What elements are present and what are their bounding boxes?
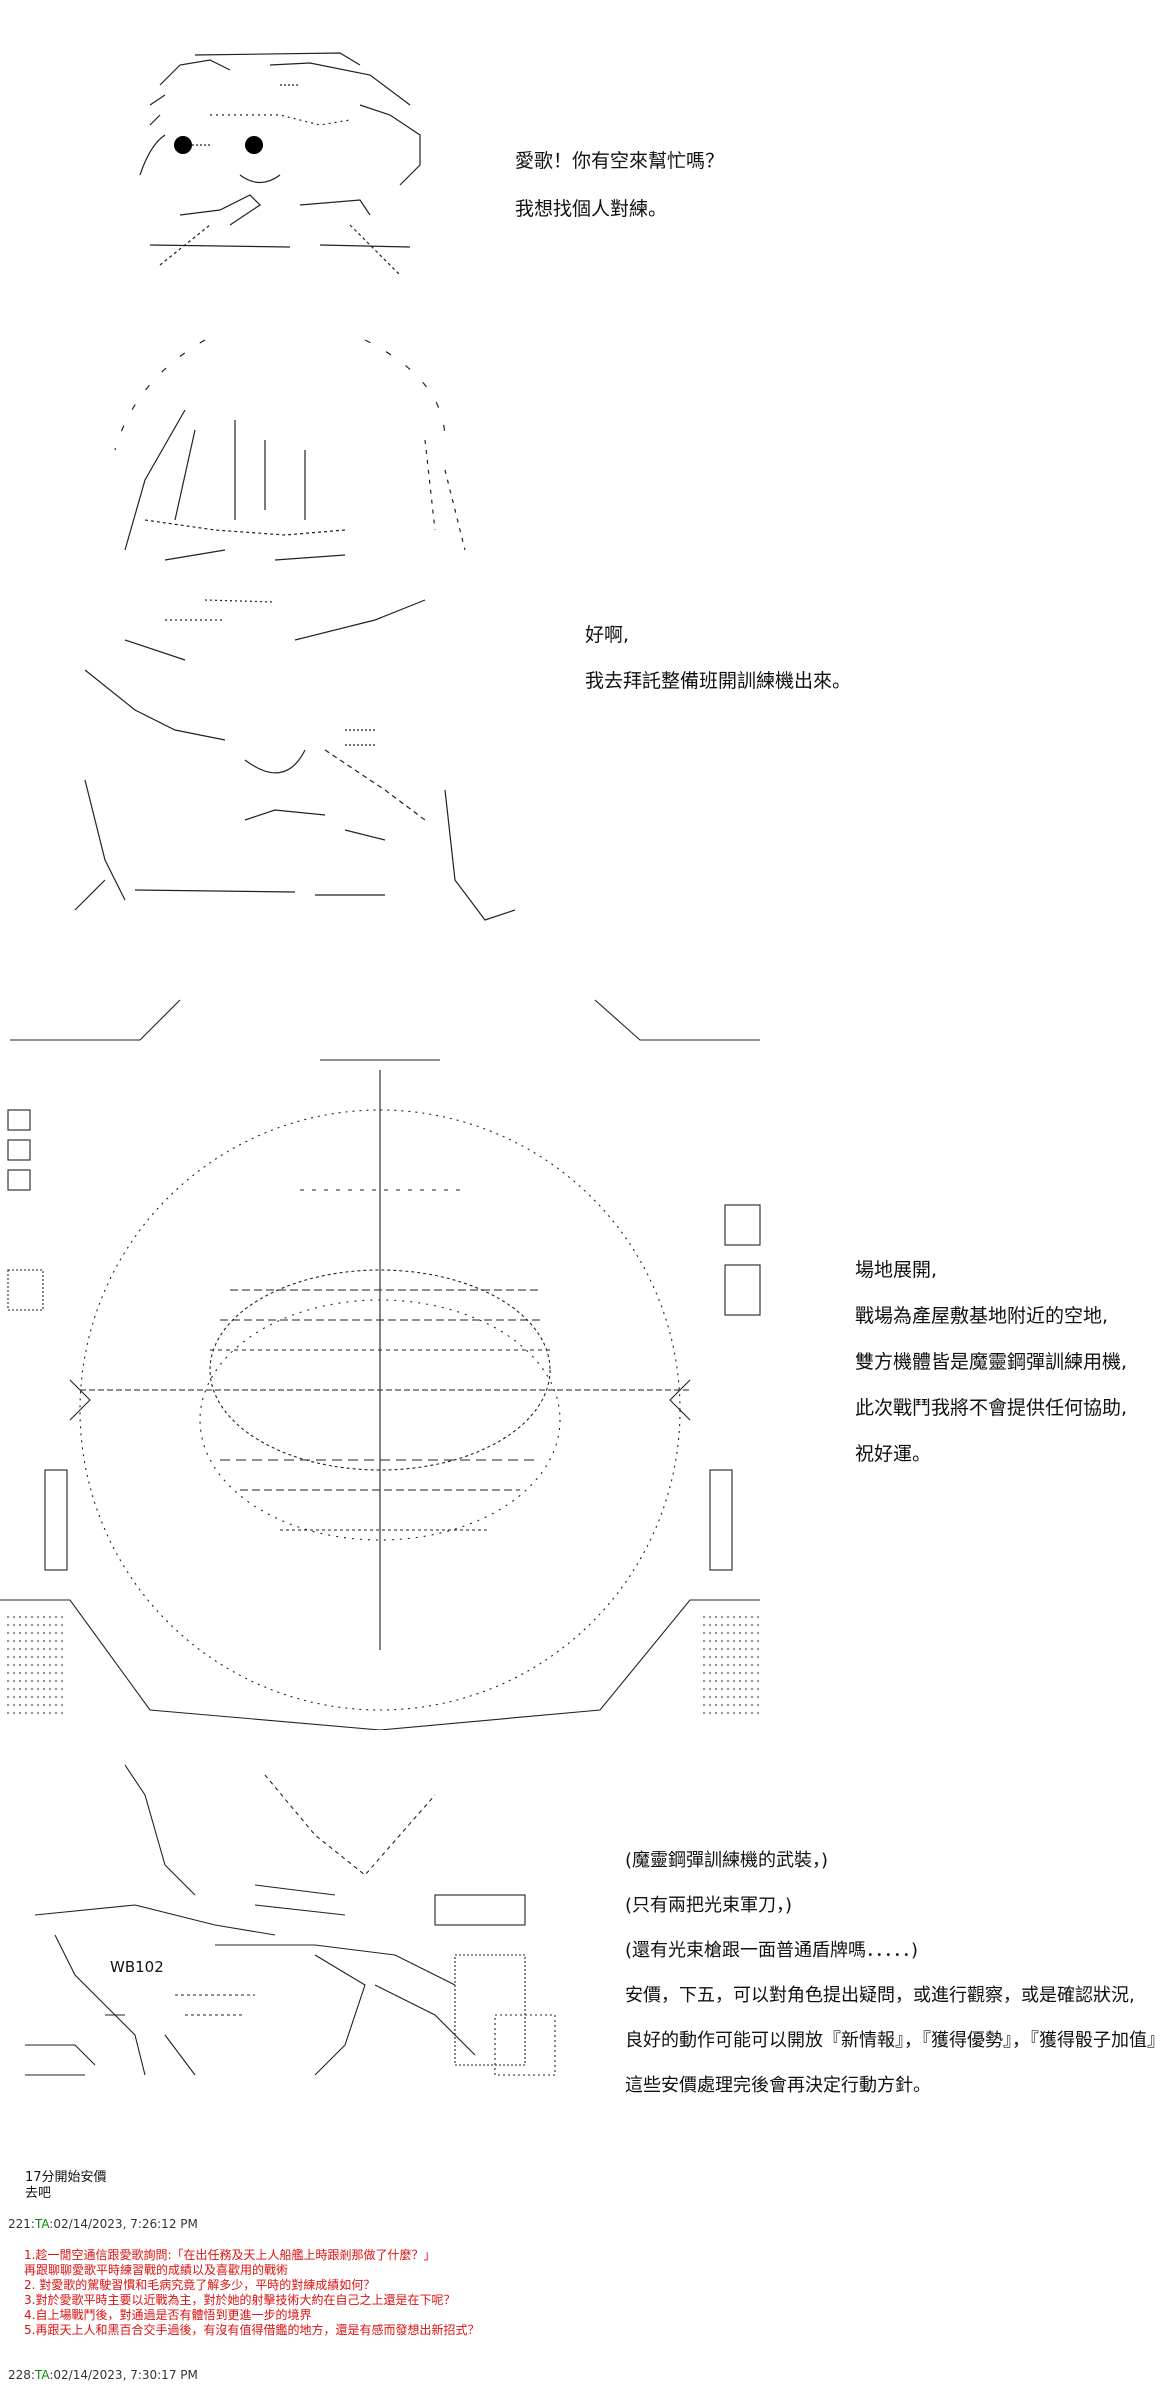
reply-line: 再跟聊聊愛歌平時練習戰的成績以及喜歡用的戰術 [24,2263,289,2277]
narration-line: (還有光束槍跟一面普通盾牌嗎．．．．．) [625,1940,919,1961]
note-line: 去吧 [25,2186,52,2201]
eye-left-icon [174,136,192,154]
dialogue-line: 愛歌！你有空來幫忙嗎？ [515,150,725,172]
targeting-scope-art [0,990,770,1730]
post-221-replies: 1.趁一閒空通信跟愛歌詢問:「在出任務及天上人船艦上時跟剎那做了什麼？」 再跟聊… [24,2248,479,2338]
reply-line: 3.對於愛歌平時主要以近戰為主，對於她的射擊技術大約在自己之上還是在下呢？ [24,2293,456,2307]
mech-label: WB102 [110,1958,164,1976]
eye-right-icon [245,136,263,154]
narration-line: 祝好運。 [855,1443,932,1465]
training-mech-art [15,1755,575,2085]
note-line: 17分開始安價 [25,2170,107,2185]
narration-line: 這些安價處理完後會再決定行動方針。 [625,2075,931,2096]
post-number: 221: [8,2217,35,2231]
post-header-221: 221:TA:02/14/2023, 7:26:12 PM [8,2217,198,2231]
character-bust-art [45,320,515,960]
reply-line: 1.趁一閒空通信跟愛歌詢問:「在出任務及天上人船艦上時跟剎那做了什麼？」 [24,2248,436,2262]
anka-note: 17分開始安價 去吧 [25,2170,107,2202]
dialogue-line: 我去拜託整備班開訓練機出來。 [585,670,852,692]
post-date: :02/14/2023, 7:26:12 PM [49,2217,198,2231]
reply-line: 2. 對愛歌的駕駛習慣和毛病究竟了解多少，平時的對練成績如何？ [24,2278,376,2292]
post-date: :02/14/2023, 7:30:17 PM [49,2368,198,2382]
narration-line: 場地展開, [855,1259,938,1281]
panel4-narration: (魔靈鋼彈訓練機的武裝，) (只有兩把光束軍刀，) (還有光束槍跟一面普通盾牌嗎… [625,1838,1165,2108]
poster-name-link[interactable]: TA [34,2217,50,2231]
narration-line: 此次戰鬥我將不會提供任何協助, [855,1397,1128,1419]
reply-line: 5.再跟天上人和黑百合交手過後，有沒有值得借鑑的地方，還是有感而發想出新招式？ [24,2323,480,2337]
dialogue-line: 我想找個人對練。 [515,198,668,220]
panel2-dialogue: 好啊, 我去拜託整備班開訓練機出來。 [585,612,851,704]
narration-line: 良好的動作可能可以開放『新情報』，『獲得優勢』，『獲得骰子加值』 [625,2030,1165,2051]
post-number: 228: [8,2368,35,2382]
reply-line: 4.自上場戰鬥後，對通過是否有體悟到更進一步的境界 [24,2308,312,2322]
narration-line: 安價，下五，可以對角色提出疑問，或進行觀察，或是確認狀況, [625,1985,1135,2006]
narration-line: (魔靈鋼彈訓練機的武裝，) [625,1850,829,1871]
narration-line: (只有兩把光束軍刀，) [625,1895,793,1916]
panel3-narration: 場地展開, 戰場為產屋敷基地附近的空地, 雙方機體皆是魔靈鋼彈訓練用機, 此次戰… [855,1247,1127,1477]
narration-line: 戰場為產屋敷基地附近的空地, [855,1305,1109,1327]
panel1-dialogue: 愛歌！你有空來幫忙嗎？ 我想找個人對練。 [515,137,724,233]
poster-name-link[interactable]: TA [34,2368,50,2382]
narration-line: 雙方機體皆是魔靈鋼彈訓練用機, [855,1351,1128,1373]
character-face-art [120,25,450,285]
post-header-228: 228:TA:02/14/2023, 7:30:17 PM [8,2368,198,2382]
dialogue-line: 好啊, [585,624,630,646]
